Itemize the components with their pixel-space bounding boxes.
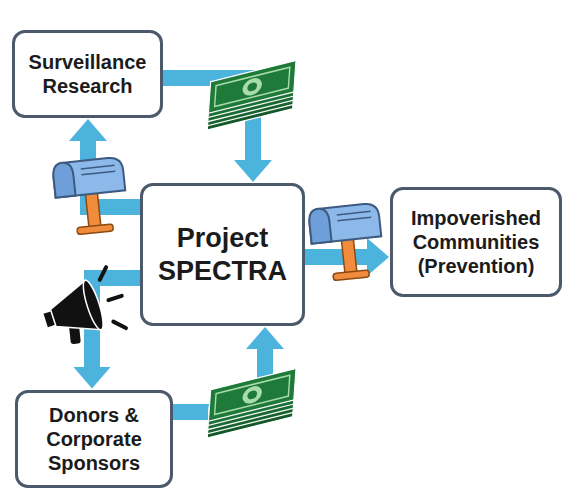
- bill-seal: [247, 81, 257, 92]
- sound-line: [108, 296, 121, 300]
- mailbox-icon: [308, 203, 385, 283]
- bill-seal: [242, 384, 263, 406]
- bill-border: [215, 375, 290, 414]
- mailbox-door: [52, 162, 75, 198]
- mailbox-foot: [333, 270, 370, 281]
- bill-border: [215, 67, 290, 106]
- mailbox-slot: [81, 171, 115, 175]
- megaphone-icon: [36, 265, 132, 351]
- bill-seal: [247, 389, 257, 400]
- mailbox-body: [308, 203, 381, 244]
- mailbox-slot: [337, 217, 371, 221]
- mailbox-slot: [337, 211, 371, 215]
- sound-line: [97, 267, 110, 280]
- bill-seal: [242, 76, 263, 98]
- megaphone-bell: [79, 278, 106, 331]
- hub-box: Project SPECTRA: [140, 183, 305, 326]
- node-label: Project SPECTRA: [151, 222, 294, 287]
- bill: [208, 60, 296, 113]
- process-box: Donors & Corporate Sponsors: [15, 390, 173, 488]
- mailbox-foot: [77, 224, 114, 235]
- sound-line: [113, 319, 126, 332]
- money-stack: [207, 368, 296, 438]
- process-box: Impoverished Communities (Prevention): [390, 187, 562, 297]
- node-label: Surveillance Research: [23, 50, 152, 98]
- mailbox-icon: [52, 157, 129, 237]
- flow-arrow: [305, 249, 368, 265]
- mailbox-post: [85, 191, 101, 230]
- bill: [208, 368, 296, 421]
- mailbox-post: [341, 237, 357, 276]
- mailbox-body: [52, 157, 125, 198]
- process-box: Surveillance Research: [12, 30, 163, 118]
- money-stack: [207, 60, 296, 130]
- mailbox-slot: [81, 165, 115, 169]
- mailbox-door: [308, 208, 331, 244]
- node-label: Impoverished Communities (Prevention): [401, 206, 551, 278]
- node-label: Donors & Corporate Sponsors: [26, 403, 162, 475]
